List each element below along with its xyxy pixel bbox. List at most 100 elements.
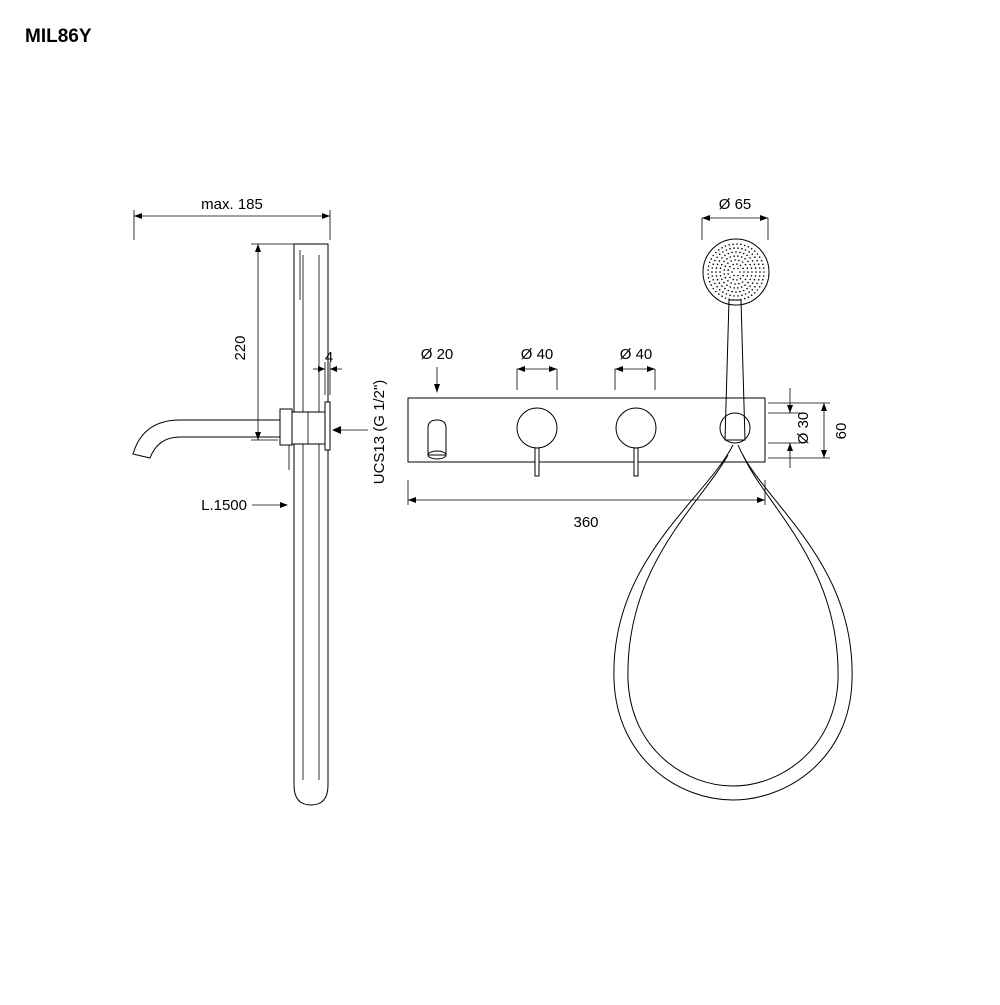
nozzle-dot bbox=[711, 267, 714, 269]
nozzle-dot bbox=[729, 247, 731, 250]
nozzle-dot bbox=[742, 267, 744, 270]
nozzle-dot bbox=[750, 275, 753, 277]
nozzle-dot bbox=[751, 253, 754, 256]
arrow-head bbox=[549, 366, 557, 372]
nozzle-dot bbox=[758, 286, 761, 288]
nozzle-dot bbox=[736, 299, 738, 301]
nozzle-dot bbox=[710, 258, 713, 260]
nozzle-dot bbox=[707, 273, 709, 275]
nozzle-dot bbox=[723, 269, 725, 271]
nozzle-dot bbox=[729, 256, 732, 258]
nozzle-dot bbox=[744, 258, 746, 260]
arrow-head bbox=[255, 244, 261, 252]
nozzle-dot bbox=[737, 295, 739, 297]
nozzle-dot bbox=[742, 274, 744, 277]
nozzle-dot bbox=[729, 276, 731, 279]
arrow-head bbox=[821, 403, 827, 411]
nozzle-dot bbox=[756, 289, 759, 291]
nozzle-dot bbox=[741, 247, 743, 250]
nozzle-dot bbox=[739, 277, 742, 280]
arrow-head bbox=[255, 432, 261, 440]
nozzle-dot bbox=[748, 251, 750, 253]
nozzle-dot bbox=[724, 245, 727, 247]
nozzle-dot bbox=[758, 256, 761, 259]
nozzle-dot bbox=[721, 278, 723, 281]
nozzle-dot bbox=[727, 262, 729, 265]
nozzle-dot bbox=[756, 282, 758, 285]
nozzle-dot bbox=[743, 271, 745, 273]
nozzle-dot bbox=[719, 271, 721, 273]
label-handle-2-diameter: Ø 40 bbox=[620, 346, 653, 363]
nozzle-dot bbox=[733, 267, 735, 270]
nozzle-dot bbox=[722, 251, 724, 253]
nozzle-dot bbox=[721, 263, 723, 266]
nozzle-dot bbox=[729, 294, 731, 297]
nozzle-dot bbox=[727, 269, 729, 271]
nozzle-dot bbox=[740, 286, 743, 288]
nozzle-dot bbox=[750, 294, 753, 297]
nozzle-dot bbox=[731, 290, 733, 293]
nozzle-dot bbox=[729, 265, 731, 268]
label-plate-height: 60 bbox=[833, 423, 850, 440]
nozzle-dot bbox=[753, 263, 756, 266]
nozzle-dot bbox=[740, 256, 743, 258]
nozzle-dot bbox=[762, 275, 765, 277]
nozzle-dot bbox=[753, 292, 756, 294]
arrow-head bbox=[134, 213, 142, 219]
arrow-head bbox=[434, 384, 440, 393]
nozzle-dot bbox=[708, 280, 711, 283]
nozzle-dot bbox=[750, 267, 753, 270]
nozzle-dot bbox=[724, 297, 727, 299]
nozzle-dot bbox=[707, 269, 709, 271]
nozzle-dot bbox=[736, 279, 738, 281]
nozzle-dot bbox=[732, 243, 734, 245]
nozzle-dot bbox=[754, 267, 757, 269]
label-head-diameter: Ø 65 bbox=[719, 196, 752, 213]
arrow-head bbox=[647, 366, 655, 372]
nozzle-dot bbox=[739, 264, 742, 267]
nozzle-dot bbox=[725, 293, 728, 295]
nozzle-dot bbox=[735, 291, 737, 293]
nozzle-dot bbox=[735, 251, 737, 253]
nozzle-dot bbox=[743, 297, 746, 300]
nozzle-dot bbox=[749, 285, 751, 287]
nozzle-dot bbox=[750, 248, 753, 250]
label-max-width: max. 185 bbox=[201, 196, 263, 213]
handle-1 bbox=[516, 407, 558, 449]
wall-plate-front bbox=[407, 397, 766, 463]
nozzle-dot bbox=[738, 259, 740, 262]
label-spout-diameter: Ø 20 bbox=[421, 346, 454, 363]
spout-outlet bbox=[427, 419, 447, 456]
nozzle-dot bbox=[762, 267, 765, 269]
nozzle-dot bbox=[758, 275, 761, 277]
nozzle-dot bbox=[711, 271, 713, 273]
nozzle-dot bbox=[736, 263, 738, 265]
nozzle-dot bbox=[756, 259, 758, 262]
nozzle-dot bbox=[731, 251, 733, 254]
nozzle-dot bbox=[712, 263, 715, 266]
product-code: MIL86Y bbox=[25, 26, 92, 47]
nozzle-dot bbox=[733, 295, 735, 297]
nozzle-dot bbox=[725, 249, 728, 251]
nozzle-dot bbox=[749, 278, 751, 281]
arrow-head bbox=[280, 502, 288, 508]
nozzle-dot bbox=[747, 281, 749, 284]
nozzle-dot bbox=[756, 253, 759, 255]
nozzle-dot bbox=[746, 254, 748, 257]
nozzle-dot bbox=[714, 282, 716, 285]
front-view: Ø 20 Ø 40 Ø 40 bbox=[407, 196, 853, 801]
nozzle-dot bbox=[737, 247, 739, 249]
nozzle-dot bbox=[721, 257, 723, 259]
arrow-head bbox=[787, 405, 793, 413]
nozzle-dot bbox=[749, 257, 751, 259]
arrow-head bbox=[615, 366, 623, 372]
nozzle-dot bbox=[716, 278, 719, 281]
nozzle-dot bbox=[721, 247, 723, 249]
nozzle-dot bbox=[708, 261, 711, 264]
arrow-head bbox=[408, 497, 416, 503]
nozzle-dot bbox=[732, 299, 734, 301]
label-height: 220 bbox=[232, 335, 249, 360]
nozzle-dot bbox=[758, 267, 761, 269]
nozzle-dot bbox=[730, 260, 732, 262]
nozzle-dot bbox=[739, 271, 741, 273]
